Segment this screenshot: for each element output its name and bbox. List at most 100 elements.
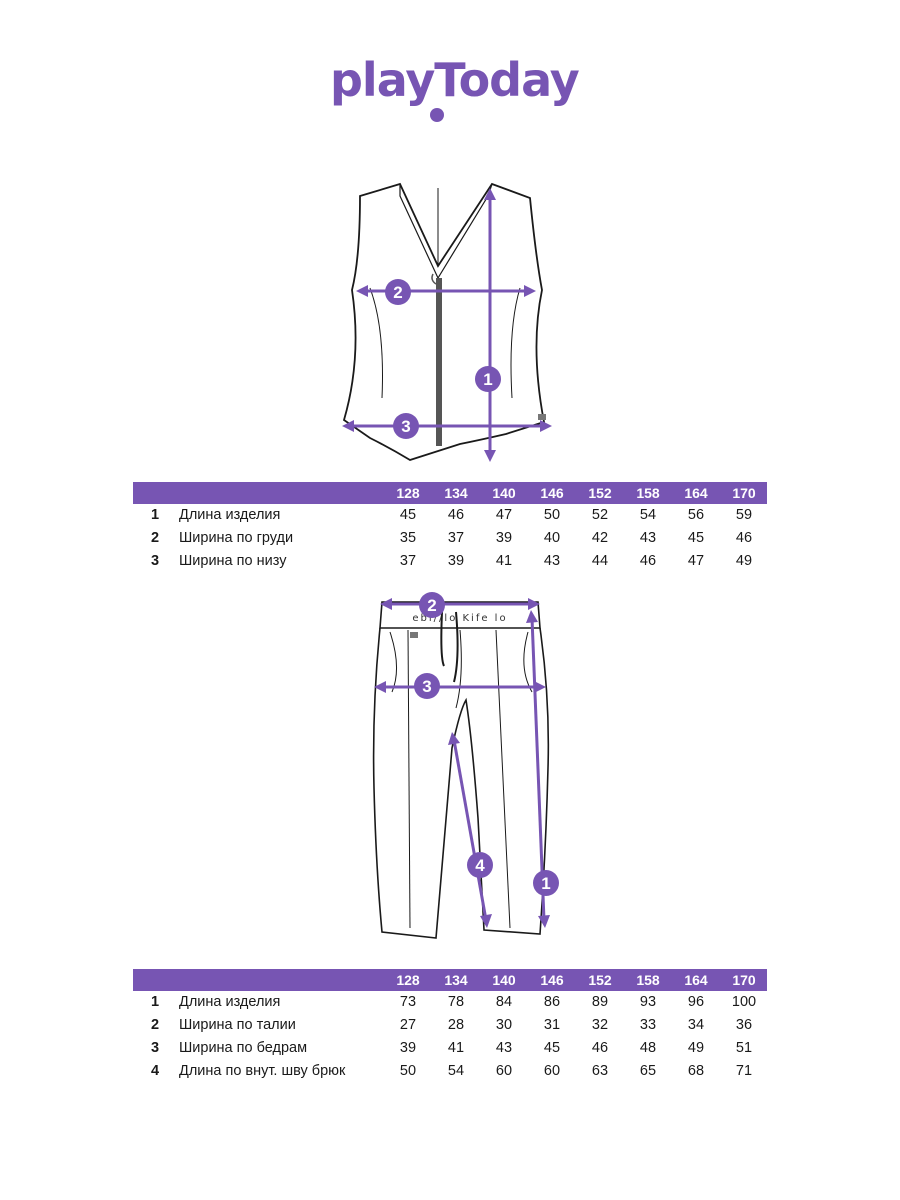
logo-dot [430, 108, 444, 122]
row-label: Ширина по груди [179, 530, 294, 546]
row-value: 89 [591, 994, 609, 1010]
row-value: 96 [687, 994, 705, 1010]
row-value: 46 [735, 530, 753, 546]
row-value: 100 [731, 994, 757, 1010]
row-value: 46 [447, 507, 465, 523]
row-value: 49 [687, 1040, 705, 1056]
trousers-outline [372, 627, 550, 939]
trousers-size-table: 128 134 140 146 152 158 164 170 1 Длина … [133, 969, 767, 1083]
row-number: 3 [151, 1040, 160, 1056]
row-label: Ширина по низу [179, 553, 287, 569]
row-value: 54 [639, 507, 657, 523]
row-value: 36 [735, 1017, 753, 1033]
logo-text: playToday [330, 53, 580, 107]
row-value: 51 [735, 1040, 753, 1056]
size-header-cell: 158 [636, 485, 660, 501]
zipper [436, 278, 442, 446]
size-header-cell: 140 [492, 485, 516, 501]
table-row: 3 Ширина по низу 37 39 41 43 44 46 47 49 [133, 550, 767, 573]
row-value: 86 [543, 994, 561, 1010]
row-value: 52 [591, 507, 609, 523]
row-value: 44 [591, 553, 609, 569]
trousers-marker-2: 2 [427, 596, 436, 615]
row-value: 56 [687, 507, 705, 523]
row-value: 34 [687, 1017, 705, 1033]
row-value: 43 [639, 530, 657, 546]
row-value: 42 [591, 530, 609, 546]
size-header-cell: 128 [396, 485, 420, 501]
row-value: 47 [495, 507, 513, 523]
row-value: 45 [687, 530, 705, 546]
row-value: 45 [399, 507, 417, 523]
size-header-cell: 128 [396, 972, 420, 988]
table-row: 3 Ширина по бедрам 39 41 43 45 46 48 49 … [133, 1037, 767, 1060]
size-header-cell: 170 [732, 972, 756, 988]
row-value: 48 [639, 1040, 657, 1056]
row-value: 47 [687, 553, 705, 569]
row-value: 37 [447, 530, 465, 546]
row-value: 59 [735, 507, 753, 523]
vest-illustration: 1 2 3 [330, 178, 560, 468]
row-value: 60 [543, 1063, 561, 1079]
row-number: 4 [151, 1063, 160, 1079]
row-label: Ширина по талии [179, 1017, 296, 1033]
svg-text:ebl//lo Kife lo: ebl//lo Kife lo [412, 613, 507, 624]
row-value: 43 [495, 1040, 513, 1056]
vest-marker-2: 2 [393, 283, 402, 302]
size-header-cell: 134 [444, 485, 468, 501]
row-value: 68 [687, 1063, 705, 1079]
trousers-marker-4: 4 [475, 856, 485, 875]
table-row: 1 Длина изделия 45 46 47 50 52 54 56 59 [133, 504, 767, 527]
size-header-cell: 134 [444, 972, 468, 988]
row-value: 60 [495, 1063, 513, 1079]
size-header-cell: 152 [588, 485, 612, 501]
row-value: 43 [543, 553, 561, 569]
size-header-cell: 164 [684, 972, 708, 988]
vest-size-header: 128 134 140 146 152 158 164 170 [133, 482, 767, 504]
row-value: 71 [735, 1063, 753, 1079]
row-number: 3 [151, 553, 160, 569]
table-row: 2 Ширина по груди 35 37 39 40 42 43 45 4… [133, 527, 767, 550]
row-value: 45 [543, 1040, 561, 1056]
row-value: 35 [399, 530, 417, 546]
row-label: Ширина по бедрам [179, 1040, 308, 1056]
vest-marker-3: 3 [401, 417, 410, 436]
size-header-cell: 170 [732, 485, 756, 501]
row-value: 39 [399, 1040, 417, 1056]
size-header-cell: 164 [684, 485, 708, 501]
row-number: 2 [151, 530, 160, 546]
table-row: 2 Ширина по талии 27 28 30 31 32 33 34 3… [133, 1014, 767, 1037]
vest-size-table: 128 134 140 146 152 158 164 170 1 Длина … [133, 482, 767, 573]
trousers-marker-1: 1 [541, 874, 550, 893]
row-value: 27 [399, 1017, 417, 1033]
row-value: 30 [495, 1017, 513, 1033]
row-number: 1 [151, 994, 160, 1010]
row-label: Длина изделия [179, 507, 281, 523]
row-value: 65 [639, 1063, 657, 1079]
table-row: 1 Длина изделия 73 78 84 86 89 93 96 100 [133, 991, 767, 1014]
row-value: 46 [639, 553, 657, 569]
row-number: 2 [151, 1017, 160, 1033]
row-value: 41 [447, 1040, 465, 1056]
row-value: 84 [495, 994, 513, 1010]
row-value: 63 [591, 1063, 609, 1079]
row-value: 50 [543, 507, 561, 523]
row-value: 93 [639, 994, 657, 1010]
row-value: 50 [399, 1063, 417, 1079]
row-value: 41 [495, 553, 513, 569]
table-row: 4 Длина по внут. шву брюк 50 54 60 60 63… [133, 1060, 767, 1083]
row-value: 28 [447, 1017, 465, 1033]
trousers-illustration: ebl//lo Kife lo 2 3 1 [360, 588, 570, 948]
row-value: 49 [735, 553, 753, 569]
trousers-marker-3: 3 [422, 677, 431, 696]
row-value: 37 [399, 553, 417, 569]
row-value: 32 [591, 1017, 609, 1033]
size-header-cell: 146 [540, 485, 564, 501]
row-value: 31 [543, 1017, 561, 1033]
row-value: 78 [447, 994, 465, 1010]
row-value: 39 [447, 553, 465, 569]
row-value: 39 [495, 530, 513, 546]
size-header-cell: 158 [636, 972, 660, 988]
row-value: 46 [591, 1040, 609, 1056]
size-header-cell: 146 [540, 972, 564, 988]
